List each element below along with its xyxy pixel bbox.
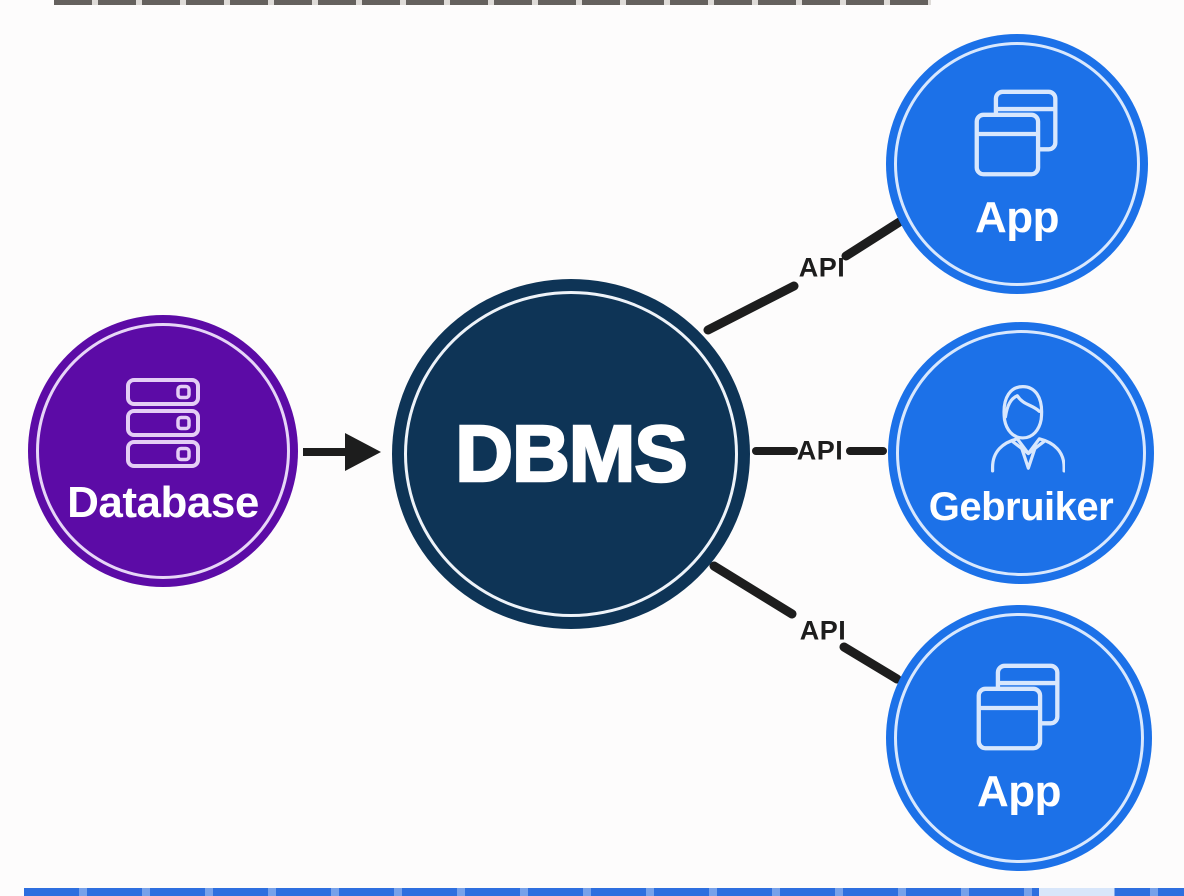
- node-app-bottom: App: [886, 605, 1152, 871]
- dbms-to-app-top-line: [703, 216, 906, 335]
- api-label-bottom: API: [799, 615, 847, 646]
- node-gebruiker: Gebruiker: [888, 322, 1154, 584]
- app-windows-icon: [974, 89, 1058, 177]
- node-dbms: DBMS: [392, 279, 750, 629]
- dbms-to-app-bottom-line: [709, 561, 902, 684]
- user-icon: [990, 384, 1065, 473]
- node-database: Database: [28, 315, 298, 587]
- api-label-middle: API: [796, 435, 844, 466]
- app-bottom-label: App: [976, 767, 1062, 816]
- bottom-progress-bar-strip: [24, 888, 1184, 896]
- node-app-top: App: [886, 34, 1148, 294]
- dbms-label: DBMS: [454, 409, 689, 498]
- api-label-top: API: [798, 252, 846, 283]
- arrowhead-icon: [345, 433, 381, 471]
- app-top-label: App: [974, 193, 1060, 242]
- server-stack-icon: [126, 378, 200, 468]
- app-windows-icon: [976, 663, 1060, 751]
- top-video-artifact-strip: [54, 0, 931, 5]
- gebruiker-label: Gebruiker: [928, 485, 1114, 529]
- database-to-dbms-arrow: [303, 433, 381, 471]
- database-label: Database: [67, 478, 259, 527]
